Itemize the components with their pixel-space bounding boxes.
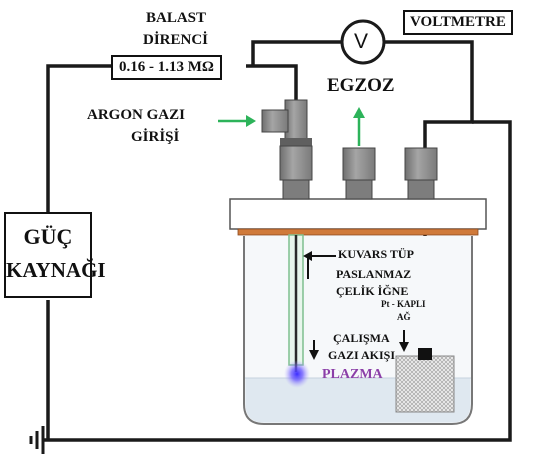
lid-gasket <box>237 228 479 236</box>
needle-label-line2: ÇELİK İĞNE <box>336 284 409 298</box>
pt-mesh <box>395 355 455 413</box>
voltmeter-symbol <box>340 19 386 65</box>
ballast-title-line2: DİRENCİ <box>143 32 209 48</box>
argon-label-line2: GİRİŞİ <box>131 129 180 145</box>
gasflow-label-line2: GAZI AKIŞI <box>328 348 396 362</box>
argon-inlet-arrow <box>218 115 256 127</box>
pointer-gasflow <box>309 340 319 360</box>
plasma-glow <box>284 360 310 388</box>
mesh-connector <box>418 348 432 360</box>
needle-label-line1: PASLANMAZ <box>336 267 412 281</box>
power-supply-line1: GÜÇ <box>23 224 73 249</box>
voltmeter-symbol-text: V <box>354 30 369 53</box>
vessel-lid <box>229 198 487 230</box>
ground-symbol <box>29 426 45 454</box>
ballast-resistor-box: 0.16 - 1.13 MΩ <box>111 55 222 80</box>
ballast-title-line1: BALAST <box>146 10 207 26</box>
mesh-label-line2: AĞ <box>397 312 411 322</box>
wire-power-to-ballast <box>46 64 112 212</box>
fitting-inlet <box>261 99 313 200</box>
wire-right-return <box>43 120 512 442</box>
power-supply-line2: KAYNAĞI <box>6 258 106 282</box>
argon-label-line1: ARGON GAZI <box>87 107 185 123</box>
wire-voltmeter-left <box>251 40 342 66</box>
quartz-tube-label: KUVARS TÜP <box>338 247 414 261</box>
voltmeter-label: VOLTMETRE <box>403 10 513 35</box>
wire-voltmeter-right <box>384 40 474 150</box>
fitting-exhaust <box>342 147 376 200</box>
power-supply-box: GÜÇ KAYNAĞI <box>4 212 106 298</box>
plasma-label: PLAZMA <box>322 367 383 382</box>
gasflow-label-line1: ÇALIŞMA <box>333 331 390 345</box>
mesh-label-line1: Pt - KAPLI <box>381 299 426 309</box>
exhaust-arrow <box>353 107 365 146</box>
wire-ballast-to-inlet <box>246 64 298 100</box>
fitting-electrode <box>404 147 438 200</box>
pointer-quartz <box>303 251 336 261</box>
exhaust-label: EGZOZ <box>327 75 395 96</box>
pointer-mesh <box>399 330 409 352</box>
